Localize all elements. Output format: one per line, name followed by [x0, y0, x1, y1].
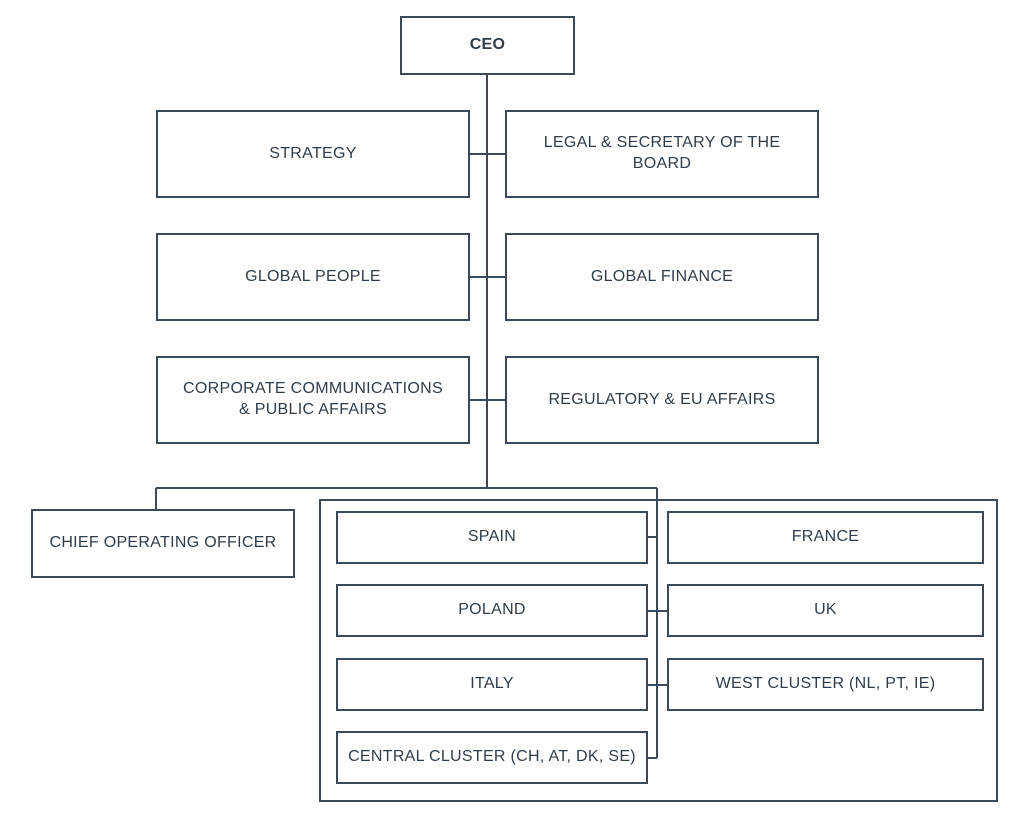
italy-box: ITALY	[336, 658, 648, 711]
coo-label: CHIEF OPERATING OFFICER	[49, 534, 277, 552]
legal-box: LEGAL & SECRETARY OF THE BOARD	[505, 110, 819, 198]
spain-label: SPAIN	[467, 528, 517, 546]
poland-label: POLAND	[458, 601, 526, 619]
strategy-box: STRATEGY	[156, 110, 470, 198]
poland-box: POLAND	[336, 584, 648, 637]
france-box: FRANCE	[667, 511, 984, 564]
legal-label: LEGAL & SECRETARY OF THE BOARD	[543, 134, 781, 172]
west-cluster-label: WEST CLUSTER (NL, PT, IE)	[715, 675, 936, 693]
ceo-label: CEO	[469, 36, 506, 54]
uk-label: UK	[814, 601, 837, 619]
corporate-communications-label: CORPORATE COMMUNICATIONS & PUBLIC AFFAIR…	[183, 380, 443, 418]
coo-box: CHIEF OPERATING OFFICER	[31, 509, 295, 578]
regulatory-box: REGULATORY & EU AFFAIRS	[505, 356, 819, 444]
west-cluster-box: WEST CLUSTER (NL, PT, IE)	[667, 658, 984, 711]
central-cluster-label: CENTRAL CLUSTER (CH, AT, DK, SE)	[348, 748, 636, 766]
central-cluster-box: CENTRAL CLUSTER (CH, AT, DK, SE)	[336, 731, 648, 784]
global-finance-label: GLOBAL FINANCE	[590, 267, 734, 285]
global-people-box: GLOBAL PEOPLE	[156, 233, 470, 321]
ceo-box: CEO	[400, 16, 575, 75]
france-label: FRANCE	[791, 528, 860, 546]
corporate-communications-box: CORPORATE COMMUNICATIONS & PUBLIC AFFAIR…	[156, 356, 470, 444]
global-finance-box: GLOBAL FINANCE	[505, 233, 819, 321]
global-people-label: GLOBAL PEOPLE	[245, 267, 381, 285]
uk-box: UK	[667, 584, 984, 637]
strategy-label: STRATEGY	[269, 144, 357, 162]
countries-frame	[319, 499, 998, 802]
regulatory-label: REGULATORY & EU AFFAIRS	[548, 390, 776, 408]
italy-label: ITALY	[470, 675, 514, 693]
spain-box: SPAIN	[336, 511, 648, 564]
